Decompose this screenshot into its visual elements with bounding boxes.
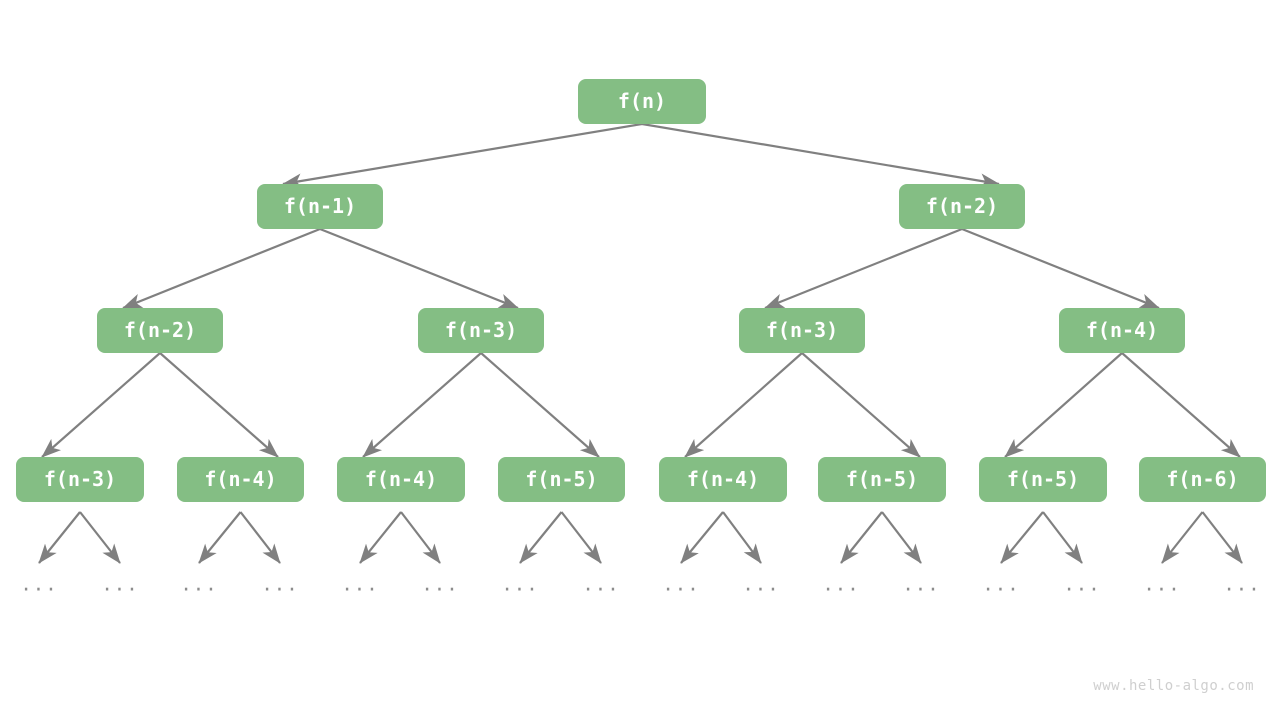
tree-edge bbox=[159, 352, 279, 458]
ellipsis-label: ... bbox=[341, 574, 378, 596]
tree-edge-stub bbox=[1201, 511, 1243, 564]
tree-node[interactable]: f(n-3) bbox=[739, 308, 865, 353]
ellipsis-label: ... bbox=[261, 574, 298, 596]
tree-edge bbox=[282, 122, 643, 189]
ellipsis-label: ... bbox=[662, 574, 699, 596]
tree-node-label: f(n-4) bbox=[1086, 318, 1158, 342]
tree-edge-stub bbox=[840, 511, 883, 564]
nodes-layer: f(n) f(n-1) f(n-2) f(n-2) f(n-3) f(n-3) f(n-4)… bbox=[16, 79, 1266, 502]
tree-edge-stub bbox=[519, 511, 563, 564]
ellipsis-label: ... bbox=[421, 574, 458, 596]
tree-node[interactable]: f(n-3) bbox=[418, 308, 544, 353]
tree-edge bbox=[362, 352, 482, 458]
tree-node-label: f(n-3) bbox=[445, 318, 517, 342]
tree-node-box bbox=[498, 457, 625, 502]
tree-node[interactable]: f(n-5) bbox=[818, 457, 946, 502]
tree-node-label: f(n-1) bbox=[284, 194, 356, 218]
tree-node-box bbox=[1139, 457, 1266, 502]
tree-node-label: f(n-5) bbox=[525, 467, 597, 491]
tree-edge bbox=[122, 227, 321, 310]
tree-node-label: f(n-4) bbox=[365, 467, 437, 491]
tree-node-label: f(n-3) bbox=[766, 318, 838, 342]
ellipsis-label: ... bbox=[501, 574, 538, 596]
tree-node-label: f(n) bbox=[618, 89, 666, 113]
tree-node[interactable]: f(n-4) bbox=[337, 457, 465, 502]
tree-node-label: f(n-4) bbox=[687, 467, 759, 491]
tree-node-label: f(n-5) bbox=[846, 467, 918, 491]
tree-node[interactable]: f(n-4) bbox=[659, 457, 787, 502]
tree-node[interactable]: f(n-2) bbox=[97, 308, 223, 353]
tree-edge-stub bbox=[1000, 511, 1044, 564]
tree-node-box bbox=[578, 79, 706, 124]
tree-edge bbox=[684, 352, 803, 458]
ellipsis-label: ... bbox=[742, 574, 779, 596]
tree-edge bbox=[480, 352, 600, 458]
tree-edge-stub bbox=[38, 511, 81, 564]
tree-node-box bbox=[177, 457, 304, 502]
tree-edge-stub bbox=[881, 511, 922, 564]
tree-node[interactable]: f(n-3) bbox=[16, 457, 144, 502]
tree-node[interactable]: f(n-4) bbox=[1059, 308, 1185, 353]
tree-edge-stub bbox=[359, 511, 402, 564]
tree-node-box bbox=[16, 457, 144, 502]
tree-edge-stub bbox=[79, 511, 121, 564]
ellipsis-label: ... bbox=[582, 574, 619, 596]
watermark: www.hello-algo.com bbox=[1093, 678, 1254, 694]
tree-edge bbox=[801, 352, 921, 458]
tree-edge-stub bbox=[1161, 511, 1204, 564]
tree-node-label: f(n-5) bbox=[1007, 467, 1079, 491]
tree-node-label: f(n-2) bbox=[124, 318, 196, 342]
tree-node[interactable]: f(n-5) bbox=[979, 457, 1107, 502]
tree-node-box bbox=[418, 308, 544, 353]
tree-node-box bbox=[899, 184, 1025, 229]
tree-node-label: f(n-6) bbox=[1166, 467, 1238, 491]
ellipsis-layer: ........................................… bbox=[20, 574, 1260, 596]
ellipsis-label: ... bbox=[180, 574, 217, 596]
tree-node-box bbox=[818, 457, 946, 502]
ellipsis-label: ... bbox=[101, 574, 138, 596]
tree-edge bbox=[1004, 352, 1123, 458]
tree-edge-stub bbox=[400, 511, 441, 564]
tree-node-box bbox=[337, 457, 465, 502]
tree-edge bbox=[1121, 352, 1241, 458]
tree-edge bbox=[764, 227, 963, 310]
tree-node[interactable]: f(n-4) bbox=[177, 457, 304, 502]
ellipsis-label: ... bbox=[822, 574, 859, 596]
tree-node-box bbox=[1059, 308, 1185, 353]
tree-node-box bbox=[659, 457, 787, 502]
edges-layer bbox=[41, 122, 1241, 458]
tree-node-box bbox=[257, 184, 383, 229]
tree-edge bbox=[319, 227, 519, 310]
ellipsis-stubs-layer bbox=[38, 511, 1243, 564]
tree-edge-stub bbox=[560, 511, 602, 564]
tree-edge-stub bbox=[680, 511, 724, 564]
tree-node[interactable]: f(n-5) bbox=[498, 457, 625, 502]
tree-node[interactable]: f(n-1) bbox=[257, 184, 383, 229]
tree-node-label: f(n-4) bbox=[204, 467, 276, 491]
ellipsis-label: ... bbox=[982, 574, 1019, 596]
tree-edge-stub bbox=[722, 511, 762, 564]
tree-edge bbox=[641, 122, 1000, 189]
tree-node-label: f(n-2) bbox=[926, 194, 998, 218]
tree-edge-stub bbox=[198, 511, 242, 564]
tree-node-label: f(n-3) bbox=[44, 467, 116, 491]
ellipsis-label: ... bbox=[902, 574, 939, 596]
tree-node-box bbox=[979, 457, 1107, 502]
tree-edge-stub bbox=[1042, 511, 1083, 564]
tree-edge-stub bbox=[239, 511, 281, 564]
tree-node[interactable]: f(n-6) bbox=[1139, 457, 1266, 502]
tree-edge bbox=[41, 352, 161, 458]
ellipsis-label: ... bbox=[20, 574, 57, 596]
ellipsis-label: ... bbox=[1063, 574, 1100, 596]
ellipsis-label: ... bbox=[1223, 574, 1260, 596]
ellipsis-label: ... bbox=[1143, 574, 1180, 596]
tree-node[interactable]: f(n-2) bbox=[899, 184, 1025, 229]
tree-node-box bbox=[97, 308, 223, 353]
tree-edge bbox=[961, 227, 1160, 310]
tree-node-box bbox=[739, 308, 865, 353]
tree-node[interactable]: f(n) bbox=[578, 79, 706, 124]
